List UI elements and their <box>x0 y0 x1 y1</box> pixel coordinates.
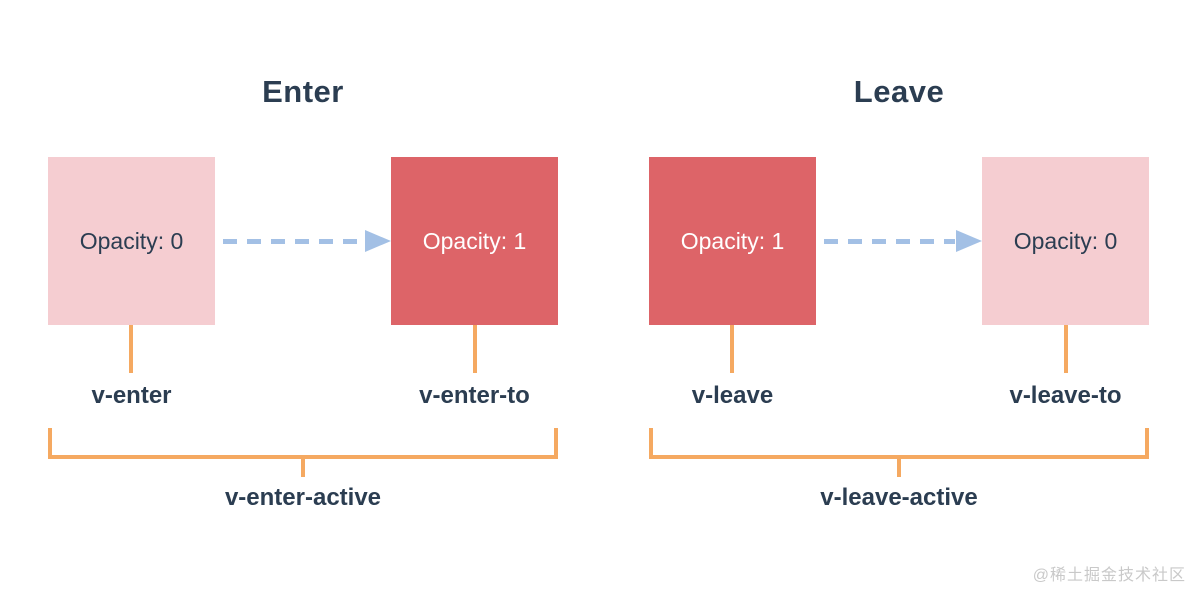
leave-start-class-label: v-leave <box>691 382 774 409</box>
watermark-text: @稀土掘金技术社区 <box>1032 567 1186 584</box>
enter-end-box: Opacity: 1 <box>391 157 558 325</box>
leave-active-bracket <box>649 428 1149 459</box>
leave-start-box: Opacity: 1 <box>649 157 816 325</box>
leave-transition-dashed-line <box>824 239 955 244</box>
enter-end-connector <box>473 325 477 373</box>
leave-arrow-right-icon <box>956 230 982 252</box>
enter-section: Enter Opacity: 0 Opacity: 1 v-enter v-en… <box>48 0 558 600</box>
leave-section: Leave Opacity: 1 Opacity: 0 v-leave v-le… <box>649 0 1149 600</box>
leave-start-box-label: Opacity: 1 <box>680 227 785 254</box>
enter-arrow-right-icon <box>365 230 391 252</box>
leave-title: Leave <box>853 74 945 109</box>
leave-end-box: Opacity: 0 <box>982 157 1149 325</box>
enter-end-box-label: Opacity: 1 <box>422 227 527 254</box>
enter-active-class-label: v-enter-active <box>224 484 382 511</box>
enter-start-class-label: v-enter <box>91 382 172 409</box>
enter-active-bracket-stub <box>301 459 305 477</box>
enter-start-connector <box>129 325 133 373</box>
enter-transition-dashed-line <box>223 239 364 244</box>
enter-start-box-label: Opacity: 0 <box>79 227 184 254</box>
enter-title: Enter <box>262 74 344 109</box>
enter-start-box: Opacity: 0 <box>48 157 215 325</box>
enter-end-class-label: v-enter-to <box>419 382 530 409</box>
leave-active-class-label: v-leave-active <box>820 484 978 511</box>
leave-end-connector <box>1064 325 1068 373</box>
leave-active-bracket-stub <box>897 459 901 477</box>
leave-end-box-label: Opacity: 0 <box>1013 227 1118 254</box>
enter-active-bracket <box>48 428 558 459</box>
leave-end-class-label: v-leave-to <box>1009 382 1122 409</box>
leave-start-connector <box>730 325 734 373</box>
